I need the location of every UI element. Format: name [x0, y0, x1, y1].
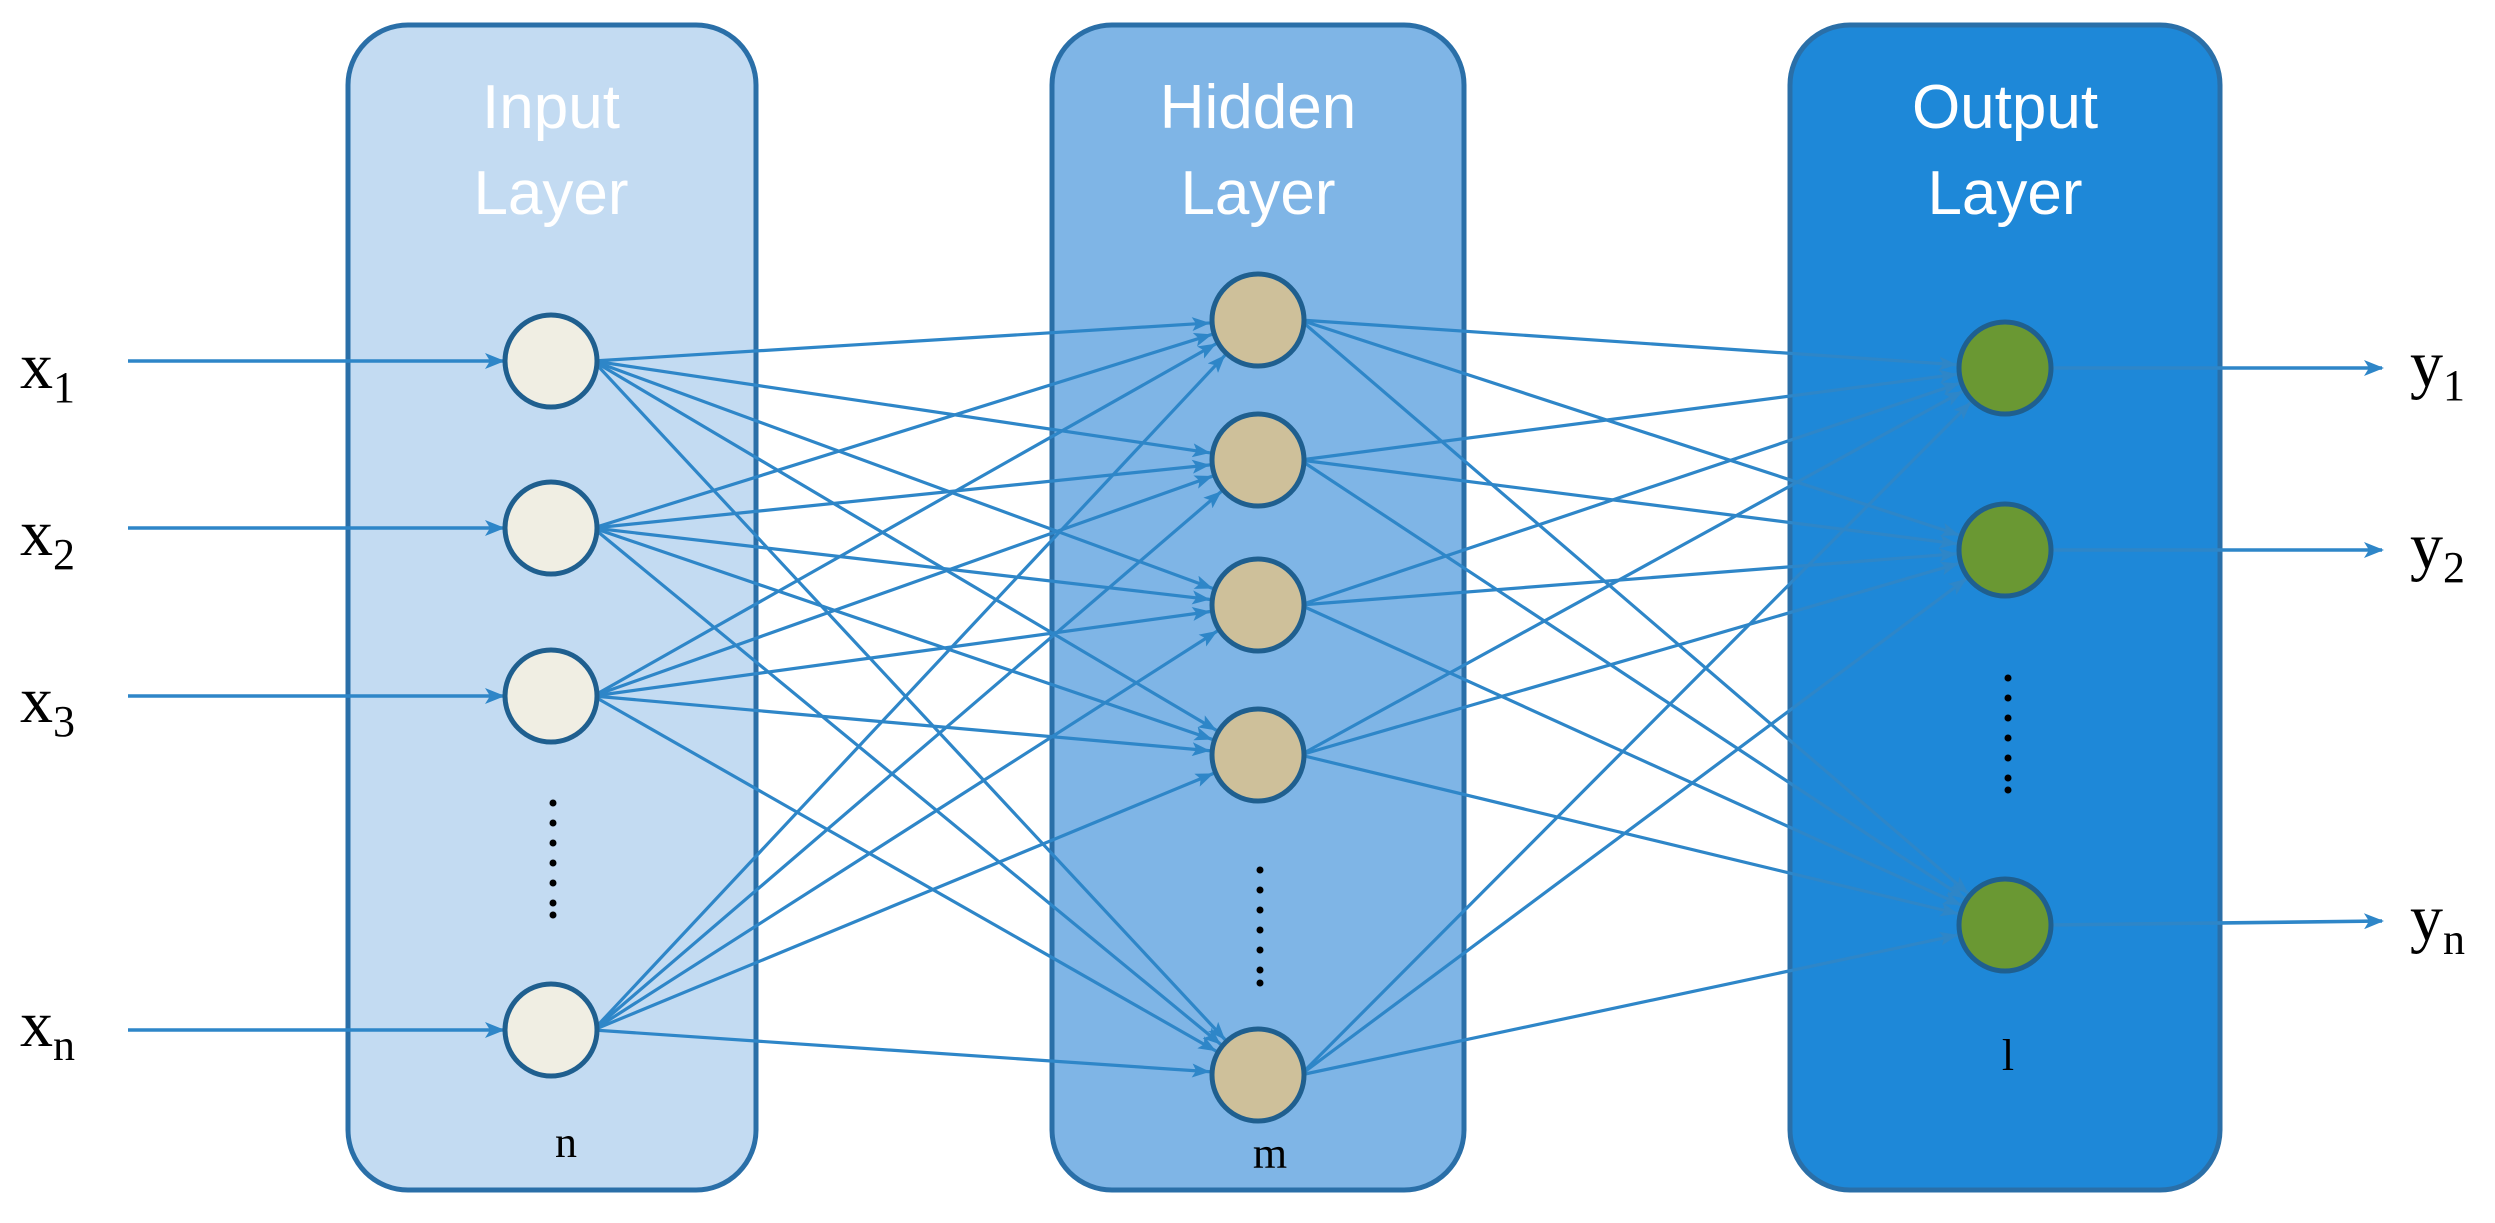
edge-input-2-to-hidden-2 — [593, 459, 1211, 530]
edge-input-3-to-hidden-2 — [592, 474, 1214, 698]
output-arrow-yn — [2047, 913, 2384, 930]
edge-input-2-to-hidden-1 — [592, 332, 1213, 530]
hidden-layer-title-line2: Layer — [1180, 159, 1335, 228]
output-node-1 — [1956, 319, 2054, 417]
input-node-3 — [502, 647, 600, 745]
edge-input-4-to-hidden-5 — [593, 1028, 1211, 1078]
output-label-y1: y1 — [2410, 328, 2465, 410]
edge-input-3-to-hidden-3 — [593, 607, 1211, 698]
hidden-layer-ellipsis — [1256, 866, 1264, 987]
edge-hidden-4-to-output-3 — [1299, 753, 1959, 917]
edge-hidden-5-to-output-3 — [1299, 931, 1959, 1077]
input-label-x1: x1 — [20, 330, 75, 412]
edge-hidden-1-to-output-3 — [1299, 318, 1970, 895]
output-layer-ellipsis — [2004, 674, 2012, 794]
input-layer-title-line1: Input — [482, 73, 620, 142]
edge-input-4-to-hidden-4 — [592, 771, 1215, 1032]
input-node-1 — [502, 312, 600, 410]
edge-hidden-3-to-output-2 — [1300, 548, 1958, 607]
edge-hidden-4-to-output-1 — [1299, 389, 1964, 757]
input-node-2 — [502, 479, 600, 577]
output-node-3 — [1956, 876, 2054, 974]
input-layer-size-label: n — [555, 1118, 577, 1167]
edge-input-4-to-hidden-1 — [592, 353, 1227, 1032]
input-label-xn: xn — [20, 988, 75, 1070]
edge-input-1-to-hidden-1 — [593, 317, 1211, 363]
output-label-y2: y2 — [2410, 510, 2465, 592]
hidden-node-4 — [1209, 706, 1307, 804]
hidden-node-3 — [1209, 556, 1307, 654]
edge-input-3-to-hidden-1 — [592, 342, 1218, 698]
edge-input-1-to-hidden-4 — [592, 359, 1218, 732]
edge-input-1-to-hidden-5 — [592, 359, 1227, 1041]
edge-hidden-2-to-output-2 — [1300, 458, 1958, 549]
hidden-layer-title-line1: Hidden — [1160, 73, 1356, 142]
output-node-2 — [1956, 501, 2054, 599]
input-layer-ellipsis — [549, 799, 557, 919]
network-nodes — [502, 271, 2054, 1124]
edge-hidden-1-to-output-2 — [1299, 318, 1960, 537]
output-label-yn: yn — [2410, 882, 2465, 964]
edge-input-3-to-hidden-4 — [593, 694, 1211, 757]
input-label-x3: x3 — [20, 664, 75, 746]
edge-hidden-2-to-output-3 — [1299, 458, 1966, 900]
edge-input-1-to-hidden-2 — [593, 359, 1211, 458]
edge-hidden-3-to-output-1 — [1299, 381, 1961, 607]
hidden-node-1 — [1209, 271, 1307, 369]
connection-edges — [592, 317, 1973, 1078]
hidden-node-5 — [1209, 1026, 1307, 1124]
output-layer-title-line1: Output — [1912, 73, 2098, 142]
edge-input-2-to-hidden-5 — [592, 526, 1222, 1046]
edge-input-1-to-hidden-3 — [592, 359, 1214, 590]
output-layer-size-label: l — [2002, 1031, 2014, 1080]
edge-input-4-to-hidden-3 — [592, 629, 1219, 1032]
edge-input-3-to-hidden-5 — [592, 694, 1218, 1053]
output-layer-title-line2: Layer — [1927, 159, 2082, 228]
edge-hidden-3-to-output-3 — [1299, 603, 1962, 907]
input-layer-panel — [345, 22, 759, 1193]
input-label-x2: x2 — [20, 497, 75, 579]
hidden-node-2 — [1209, 411, 1307, 509]
edge-hidden-1-to-output-1 — [1300, 318, 1958, 371]
edge-hidden-2-to-output-1 — [1300, 369, 1958, 462]
hidden-layer-size-label: m — [1253, 1129, 1287, 1178]
edge-input-2-to-hidden-4 — [592, 526, 1214, 742]
edge-hidden-5-to-output-2 — [1299, 577, 1968, 1077]
input-node-4 — [502, 981, 600, 1079]
edge-hidden-4-to-output-2 — [1299, 561, 1960, 757]
edge-hidden-5-to-output-1 — [1299, 400, 1973, 1077]
edge-input-4-to-hidden-2 — [592, 490, 1223, 1032]
input-layer-title-line2: Layer — [473, 159, 628, 228]
